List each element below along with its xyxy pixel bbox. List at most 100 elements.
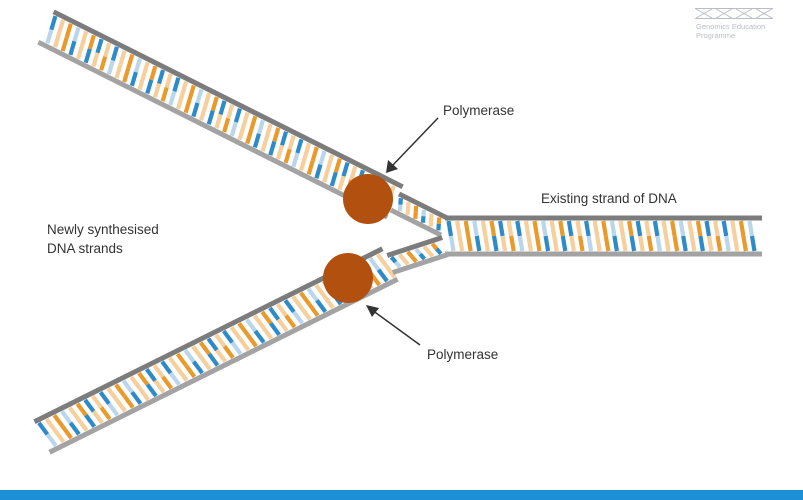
arrow-top: [386, 117, 439, 173]
base: [268, 306, 281, 321]
base: [389, 255, 398, 264]
base: [337, 175, 346, 191]
base: [183, 348, 196, 363]
base: [168, 90, 177, 106]
base: [275, 144, 285, 160]
base: [426, 250, 435, 258]
base: [145, 383, 158, 398]
base: [376, 268, 389, 283]
base: [713, 220, 720, 237]
base: [491, 235, 499, 252]
base: [126, 54, 135, 69]
base: [75, 402, 88, 417]
base: [534, 235, 542, 252]
base: [80, 30, 89, 46]
base: [152, 364, 165, 379]
base: [241, 111, 250, 127]
base: [306, 287, 319, 302]
base: [517, 235, 525, 252]
base: [145, 79, 154, 95]
base: [291, 295, 304, 310]
base: [532, 220, 540, 237]
base: [584, 220, 591, 237]
logo-helix-icon: [695, 8, 773, 19]
base: [91, 410, 104, 425]
base: [272, 127, 281, 143]
base: [406, 250, 414, 259]
base: [618, 220, 626, 237]
base: [670, 220, 677, 237]
strand-existing: [445, 215, 762, 257]
base: [107, 402, 120, 417]
base: [141, 61, 150, 77]
base: [114, 63, 123, 79]
base: [210, 96, 219, 112]
base: [566, 220, 574, 237]
base: [176, 367, 189, 382]
base: [299, 291, 311, 306]
base: [129, 71, 138, 87]
label-newly-synthesised-line2: DNA strands: [47, 241, 123, 256]
base: [114, 398, 127, 413]
base: [253, 329, 266, 344]
base: [418, 252, 427, 261]
base: [249, 115, 258, 131]
base: [560, 235, 568, 252]
base: [145, 368, 157, 382]
base: [284, 314, 297, 329]
base: [652, 220, 660, 237]
base: [45, 433, 58, 448]
base: [474, 235, 482, 252]
backbone: [52, 9, 404, 190]
backbone: [386, 235, 443, 258]
base: [91, 394, 103, 409]
base: [160, 360, 173, 375]
base: [168, 371, 181, 386]
base: [214, 113, 223, 129]
base: [489, 220, 497, 237]
base: [68, 421, 81, 436]
base: [60, 36, 69, 52]
base: [738, 220, 746, 237]
base: [612, 235, 619, 252]
base: [601, 220, 608, 237]
base: [61, 425, 73, 440]
base: [394, 260, 402, 269]
base: [448, 235, 456, 252]
base: [52, 413, 65, 428]
base: [252, 314, 265, 329]
base: [368, 257, 381, 271]
label-existing-strand: Existing strand of DNA: [541, 191, 677, 206]
base: [498, 220, 505, 237]
base: [164, 73, 173, 89]
base: [137, 75, 146, 91]
base: [260, 310, 273, 325]
base: [83, 398, 96, 413]
base: [156, 69, 166, 85]
base: [175, 94, 185, 110]
base: [87, 34, 96, 50]
base: [480, 220, 488, 237]
base: [138, 387, 150, 402]
base: [541, 220, 548, 237]
base: [620, 235, 628, 252]
bottom-bar: [0, 490, 803, 500]
base: [732, 235, 740, 252]
base: [237, 322, 250, 337]
base: [84, 413, 97, 428]
label-polymerase-top: Polymerase: [443, 103, 514, 118]
base: [191, 102, 200, 118]
base: [264, 123, 273, 139]
logo-text-line1: Genomics Education: [696, 22, 765, 31]
base: [229, 121, 238, 137]
logo: Genomics Education Programme: [695, 8, 773, 40]
base: [180, 80, 189, 96]
base: [341, 161, 350, 177]
base: [37, 421, 50, 436]
polymerase-top: [343, 174, 393, 224]
base: [322, 295, 335, 310]
base: [121, 379, 134, 394]
base: [195, 88, 204, 104]
base: [133, 57, 142, 73]
